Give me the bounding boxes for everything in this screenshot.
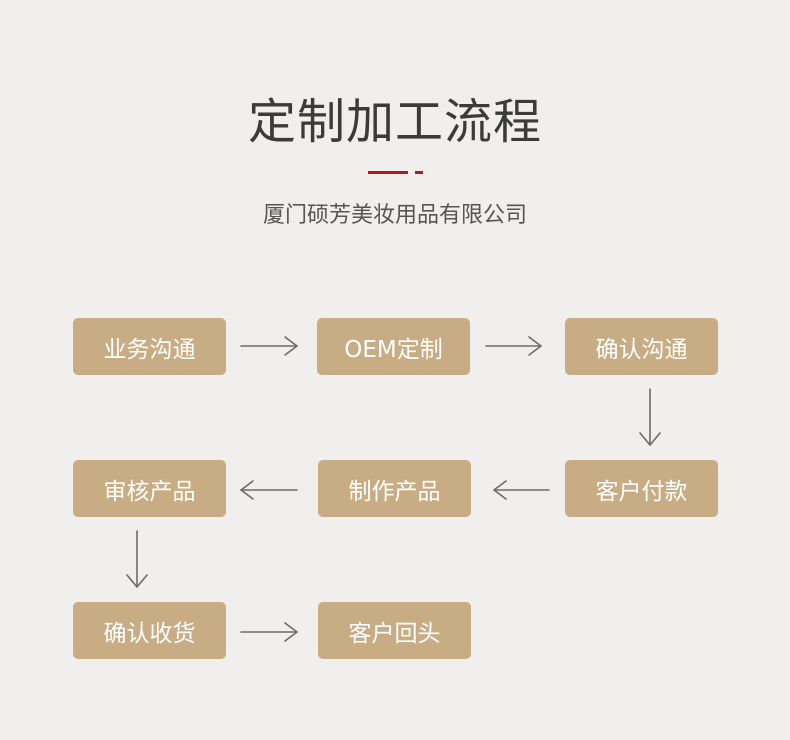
title-accent-line <box>368 171 408 174</box>
arrow-down-icon <box>639 388 661 446</box>
step-oem-customization: OEM定制 <box>317 318 470 375</box>
page-title: 定制加工流程 <box>247 94 542 150</box>
step-repeat-customer: 客户回头 <box>318 602 471 659</box>
arrow-right-icon <box>485 336 542 356</box>
title-accent-dot <box>415 171 423 174</box>
arrow-right-icon <box>240 336 298 356</box>
step-confirm-communication: 确认沟通 <box>565 318 718 375</box>
step-confirm-receipt: 确认收货 <box>73 602 226 659</box>
arrow-right-icon <box>240 622 298 642</box>
arrow-left-icon <box>493 480 550 500</box>
step-business-communication: 业务沟通 <box>73 318 226 375</box>
step-review-product: 审核产品 <box>73 460 226 517</box>
company-name: 厦门硕芳美妆用品有限公司 <box>262 203 527 228</box>
arrow-down-icon <box>126 530 148 588</box>
arrow-left-icon <box>240 480 298 500</box>
step-produce-product: 制作产品 <box>318 460 471 517</box>
step-customer-payment: 客户付款 <box>565 460 718 517</box>
